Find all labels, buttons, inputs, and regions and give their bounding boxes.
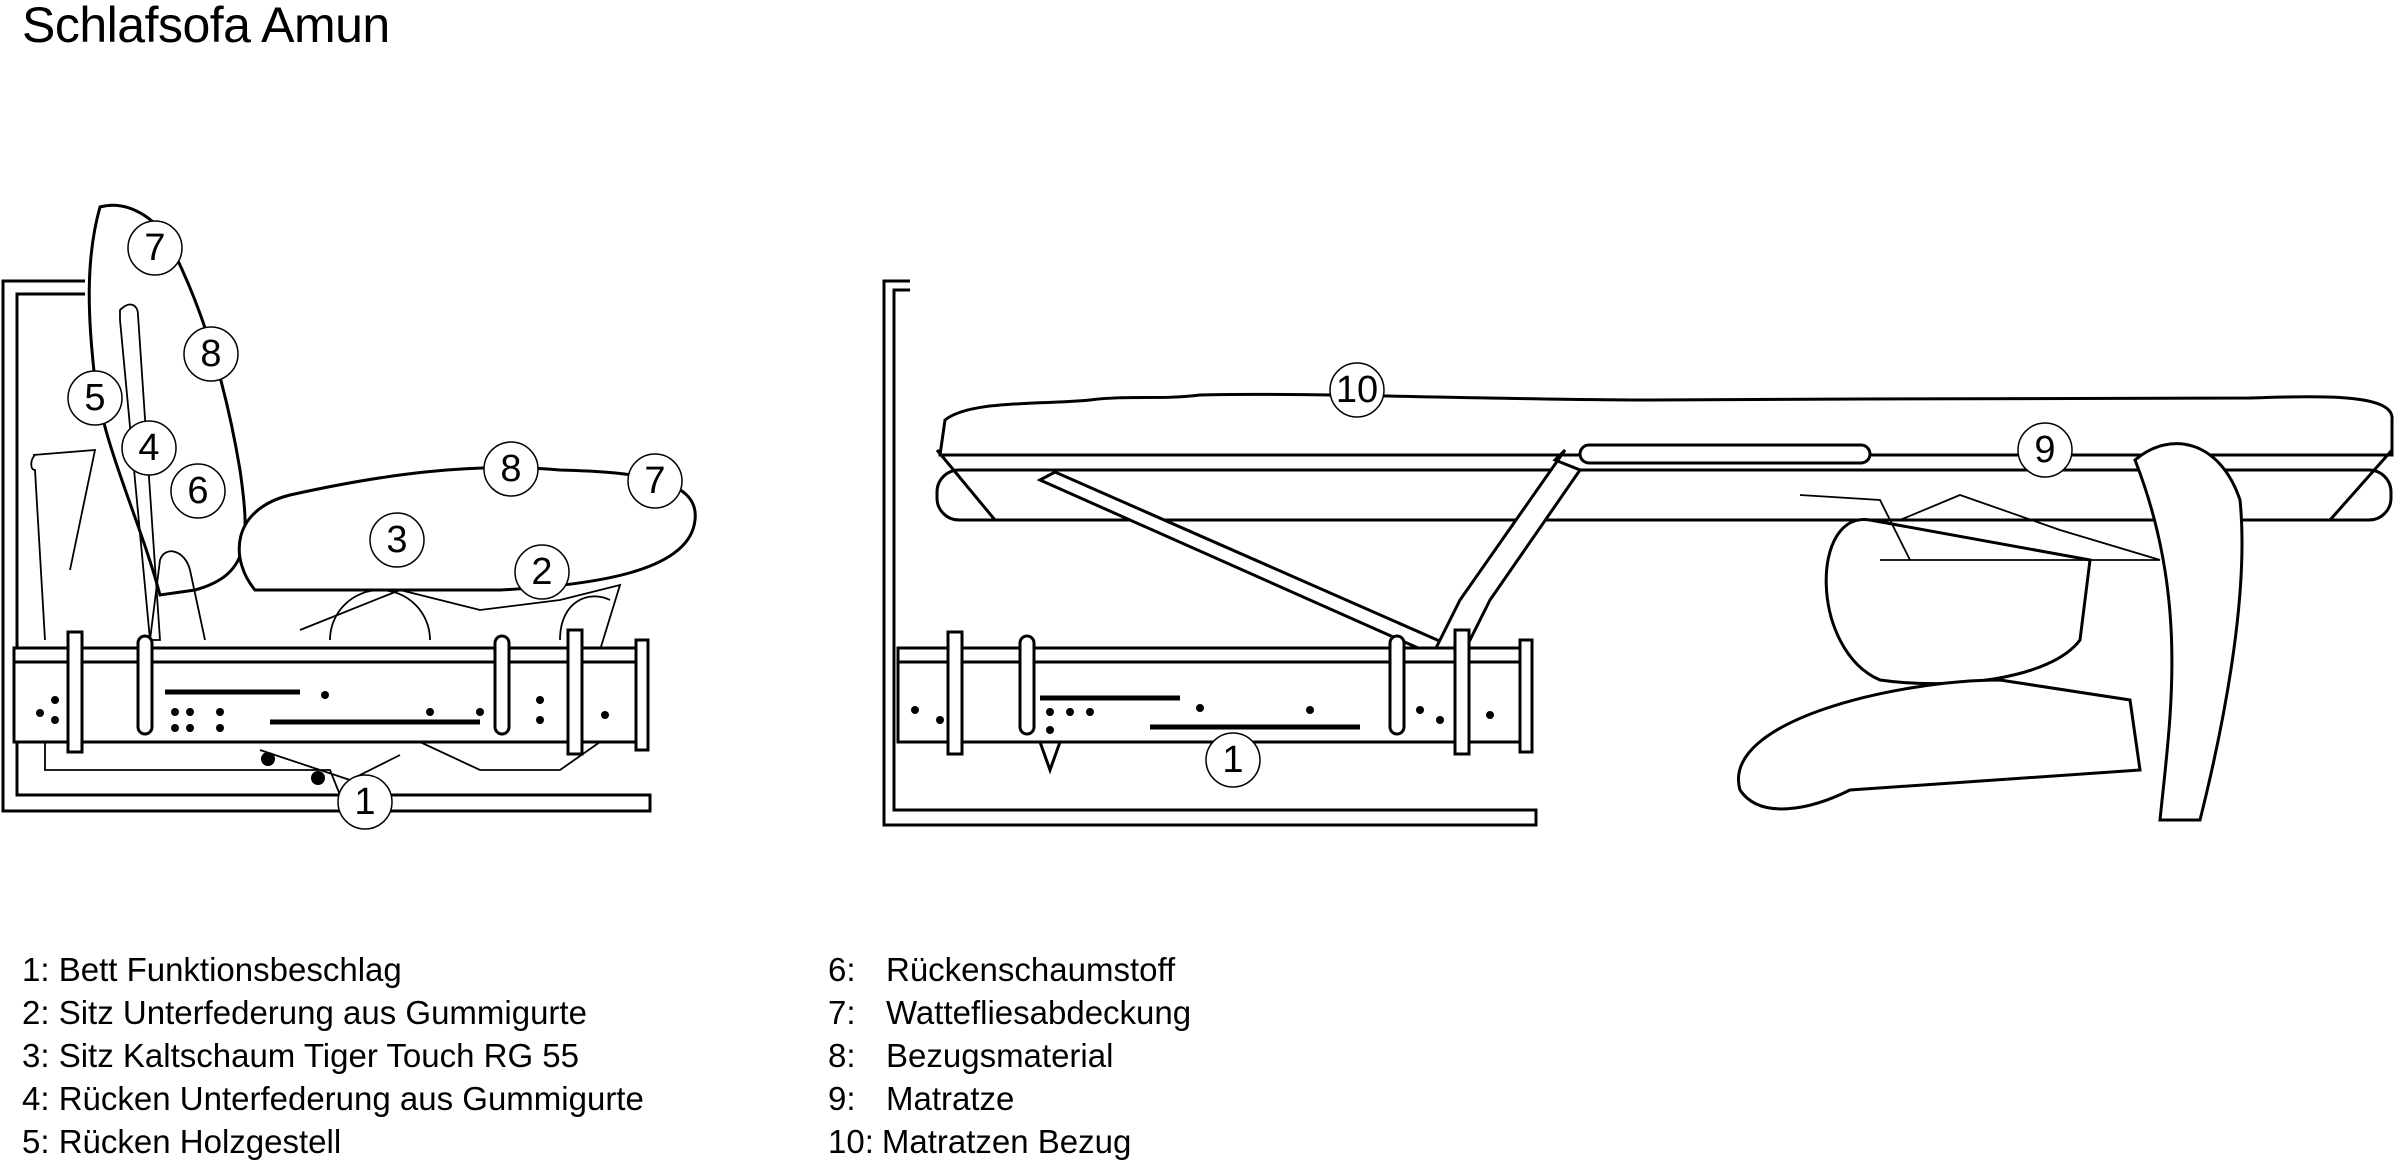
legend-label: Rückenschaumstoff <box>886 951 1176 988</box>
svg-text:10: 10 <box>1336 369 1378 411</box>
svg-text:8: 8 <box>500 448 521 490</box>
legend-label: Rücken Unterfederung aus Gummigurte <box>58 1080 644 1117</box>
svg-text:1: 1 <box>354 781 375 823</box>
callout-4: 4 <box>121 420 177 476</box>
legend-item: 8: Bezugsmaterial <box>828 1034 1191 1077</box>
legend-number: 6: <box>828 951 856 988</box>
leg-loop-lower <box>1736 678 2142 811</box>
sofa-seat-diagram: 7 8 5 4 6 8 7 3 2 1 <box>1 203 697 830</box>
svg-text:3: 3 <box>386 519 407 561</box>
pivot-dot <box>261 752 275 766</box>
bracket-plate <box>493 634 511 736</box>
callout-6: 6 <box>170 463 226 519</box>
svg-text:2: 2 <box>531 551 552 593</box>
legend-label: Sitz Unterfederung aus Gummigurte <box>58 994 587 1031</box>
bracket-plate <box>946 630 964 756</box>
frame-holes <box>911 704 1494 734</box>
legend-right: 6: Rückenschaumstoff 7: Wattefliesabdeckun… <box>828 948 1191 1163</box>
bracket-plate <box>1388 634 1406 736</box>
legend-number: 4: <box>22 1080 50 1117</box>
legend-item: 10:Matratzen Bezug <box>828 1120 1191 1163</box>
legend-label: Sitz Kaltschaum Tiger Touch RG 55 <box>58 1037 580 1074</box>
legend-number: 5: <box>22 1123 50 1160</box>
bed-end-struts <box>935 449 2394 521</box>
legend-label: Wattefliesabdeckung <box>886 994 1192 1031</box>
svg-text:1: 1 <box>1222 739 1243 781</box>
svg-text:4: 4 <box>138 427 159 469</box>
legend-label: Bezugsmaterial <box>886 1037 1114 1074</box>
frame-rail-top <box>896 646 1522 664</box>
bracket-plate <box>136 634 154 736</box>
svg-text:8: 8 <box>200 333 221 375</box>
legend-item: 9: Matratze <box>828 1077 1191 1120</box>
pivot-dot <box>311 771 325 785</box>
diagram-title: Schlafsofa Amun <box>22 0 390 53</box>
legend-label: Rücken Holzgestell <box>58 1123 342 1160</box>
sofa-bed-diagram: 10 9 1 <box>882 279 2394 827</box>
callout-1-right: 1 <box>1205 732 1261 788</box>
back-frame-rod <box>119 303 161 641</box>
bracket-plate <box>66 630 84 754</box>
legend-number: 9: <box>828 1080 856 1117</box>
frame-holes <box>36 691 609 732</box>
callout-8-seat: 8 <box>483 441 539 497</box>
legend-number: 1: <box>22 951 50 988</box>
legend-item: 5: Rücken Holzgestell <box>22 1120 644 1163</box>
legend-number: 2: <box>22 994 50 1031</box>
legend-number: 8: <box>828 1037 856 1074</box>
bed-frame-rail <box>935 468 2393 522</box>
callout-10: 10 <box>1329 362 1385 418</box>
frame-rail <box>12 660 638 744</box>
callout-9: 9 <box>2017 422 2073 478</box>
leg-loop-cushion <box>1824 518 2092 686</box>
slide-rail <box>1578 443 1872 465</box>
legend-item: 3: Sitz Kaltschaum Tiger Touch RG 55 <box>22 1034 644 1077</box>
armrest-bracket <box>30 449 97 641</box>
callout-3: 3 <box>369 512 425 568</box>
legend-item: 7: Wattefliesabdeckung <box>828 991 1191 1034</box>
legend-number: 10: <box>828 1123 874 1160</box>
svg-text:5: 5 <box>84 377 105 419</box>
seat-cushion <box>237 466 697 592</box>
bracket-plate <box>1018 634 1036 736</box>
wall-outline <box>1 279 652 813</box>
callout-8-back: 8 <box>183 326 239 382</box>
svg-text:7: 7 <box>144 227 165 269</box>
base-linkage <box>44 741 601 796</box>
legend-item: 2: Sitz Unterfederung aus Gummigurte <box>22 991 644 1034</box>
legend-item: 4: Rücken Unterfederung aus Gummigurte <box>22 1077 644 1120</box>
wall-outline <box>882 279 1538 827</box>
legend-number: 7: <box>828 994 856 1031</box>
legend-label: Matratzen Bezug <box>881 1123 1132 1160</box>
callout-1-left: 1 <box>337 774 393 830</box>
bracket-plate <box>566 628 584 756</box>
callout-7-seat: 7 <box>627 453 683 509</box>
frame-endcap <box>1518 638 1534 754</box>
legend-number: 3: <box>22 1037 50 1074</box>
legend-label: Bett Funktionsbeschlag <box>58 951 402 988</box>
svg-text:6: 6 <box>187 470 208 512</box>
callout-7-back: 7 <box>127 220 183 276</box>
legend-left: 1: Bett Funktionsbeschlag 2: Sitz Unterf… <box>22 948 644 1163</box>
frame-rail <box>896 660 1522 744</box>
seat-mechanism <box>149 550 622 651</box>
legend-item: 6: Rückenschaumstoff <box>828 948 1191 991</box>
callout-2: 2 <box>514 544 570 600</box>
frame-rail-top <box>12 646 638 664</box>
callout-5: 5 <box>67 370 123 426</box>
footrest-arm <box>2133 442 2244 822</box>
svg-text:9: 9 <box>2034 429 2055 471</box>
frame-endcap <box>634 638 650 752</box>
support-leg <box>1037 740 1063 775</box>
legend-item: 1: Bett Funktionsbeschlag <box>22 948 644 991</box>
legend-label: Matratze <box>886 1080 1015 1117</box>
folding-linkage <box>1799 494 2161 561</box>
bracket-plate <box>1453 628 1471 756</box>
svg-text:7: 7 <box>644 460 665 502</box>
